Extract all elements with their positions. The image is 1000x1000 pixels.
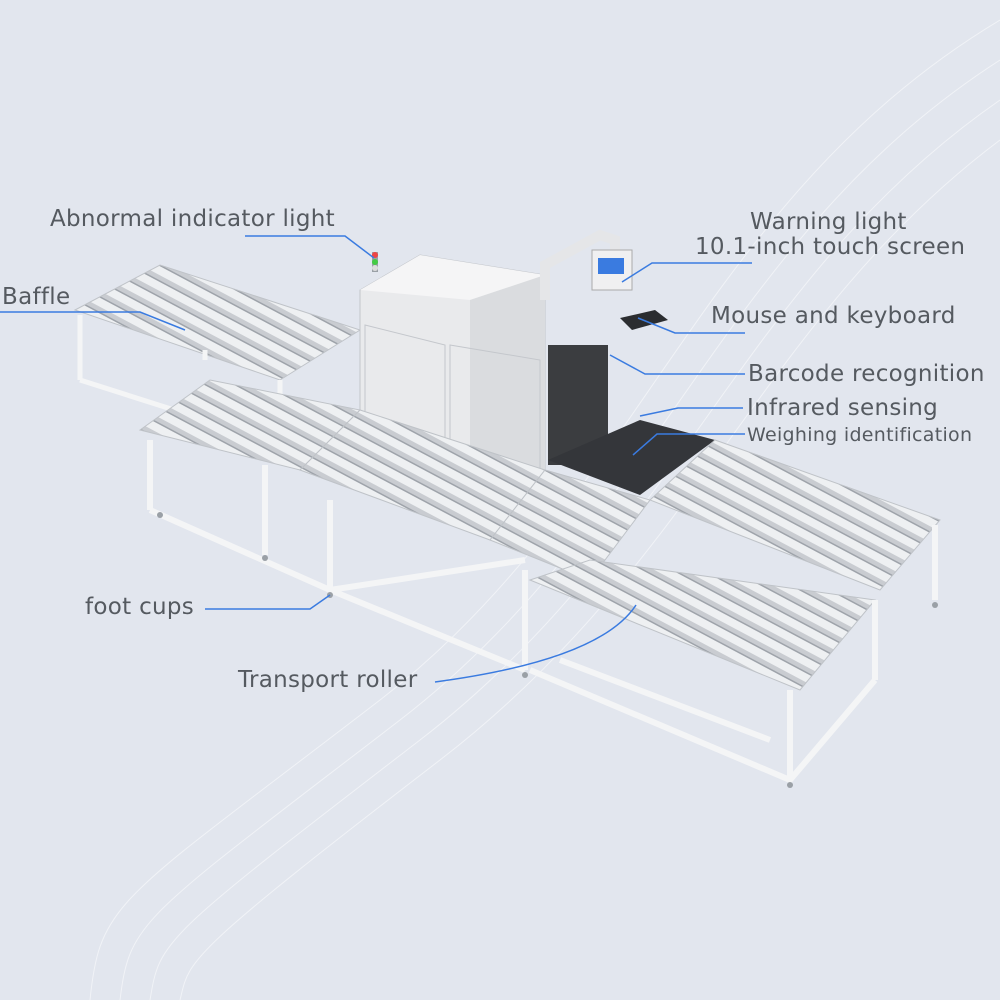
label-baffle: Baffle bbox=[2, 284, 71, 310]
label-warning-light: Warning light bbox=[750, 209, 907, 235]
label-weighing-identification: Weighing identification bbox=[747, 424, 973, 446]
label-abnormal-indicator-light: Abnormal indicator light bbox=[50, 206, 335, 232]
leader-lines bbox=[0, 235, 752, 683]
background-waves bbox=[89, 19, 1000, 1000]
label-touch-screen: 10.1-inch touch screen bbox=[695, 234, 966, 260]
front-conveyor bbox=[138, 379, 941, 788]
label-foot-cups: foot cups bbox=[85, 594, 195, 620]
label-transport-roller: Transport roller bbox=[238, 667, 418, 693]
label-mouse-keyboard: Mouse and keyboard bbox=[711, 303, 956, 329]
label-barcode-recognition: Barcode recognition bbox=[748, 361, 985, 387]
label-infrared-sensing: Infrared sensing bbox=[747, 395, 939, 421]
